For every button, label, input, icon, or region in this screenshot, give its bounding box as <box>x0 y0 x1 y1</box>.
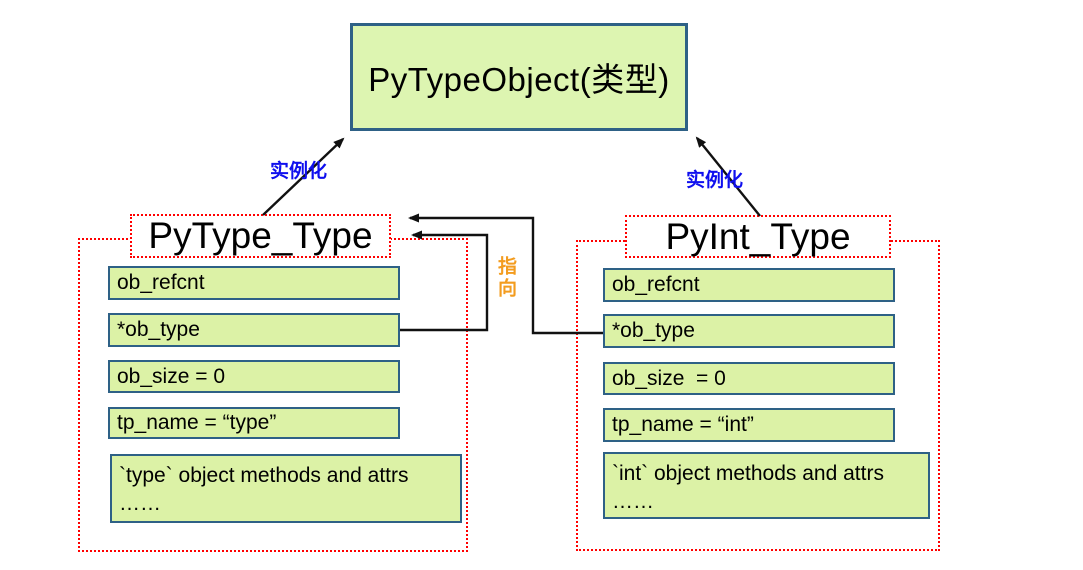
instantiate-label-left: 实例化 <box>270 161 328 182</box>
pytype-methods-line2: …… <box>119 492 161 515</box>
pytype-methods-line1: `type` object methods and attrs <box>119 464 409 487</box>
pytypeobject-box: PyTypeObject(类型) <box>350 23 688 131</box>
pyint-type-title: PyInt_Type <box>625 215 891 258</box>
pyint-field-ob-size: ob_size = 0 <box>603 362 895 395</box>
pyint-field-tp-name: tp_name = “int” <box>603 408 895 442</box>
pytype-methods-box: `type` object methods and attrs …… <box>110 454 462 523</box>
points-to-label: 指向 <box>495 256 516 300</box>
pytype-type-title: PyType_Type <box>130 214 391 258</box>
pyint-methods-box: `int` object methods and attrs …… <box>603 452 930 519</box>
instantiate-label-right: 实例化 <box>686 170 744 191</box>
pyint-field-ob-type: *ob_type <box>603 314 895 348</box>
pyint-methods-line1: `int` object methods and attrs <box>612 462 884 485</box>
pytype-field-ob-size: ob_size = 0 <box>108 360 400 393</box>
pyint-field-ob-refcnt: ob_refcnt <box>603 268 895 302</box>
pytype-field-tp-name: tp_name = “type” <box>108 407 400 439</box>
pytype-field-ob-refcnt: ob_refcnt <box>108 266 400 300</box>
pytype-field-ob-type: *ob_type <box>108 313 400 347</box>
pyint-methods-line2: …… <box>612 490 654 513</box>
